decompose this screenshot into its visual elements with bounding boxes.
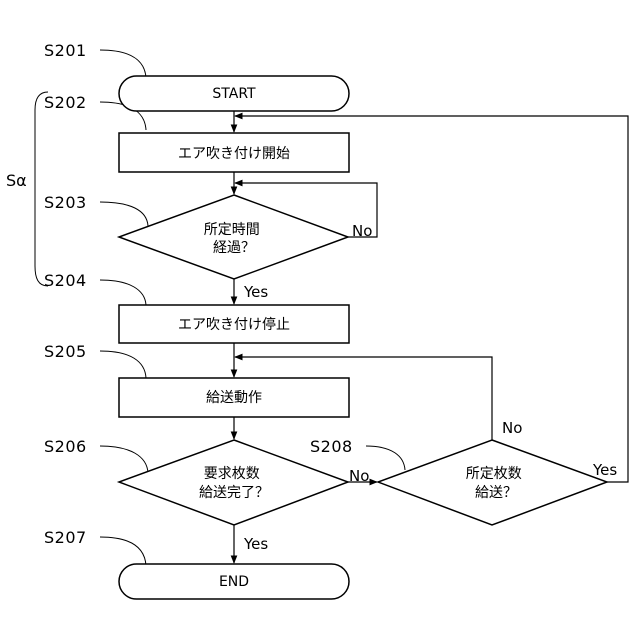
air-stop-process-label: エア吹き付け停止 xyxy=(178,316,290,333)
air-start-process-label: エア吹き付け開始 xyxy=(178,146,290,162)
branch-label-time-yes: Yes xyxy=(243,283,268,301)
step-label-s204: S204 xyxy=(44,271,87,290)
end-terminal-label: END xyxy=(219,574,249,590)
leader-line-s204 xyxy=(100,280,146,305)
leader-line-s201 xyxy=(100,50,146,78)
step-label-s203: S203 xyxy=(44,193,87,212)
branch-label-required-yes: Yes xyxy=(243,535,268,553)
leader-line-s206 xyxy=(100,446,148,473)
group-bracket xyxy=(35,92,48,286)
leader-line-s208 xyxy=(366,446,405,470)
start-terminal-label: START xyxy=(212,86,256,102)
leader-line-s207 xyxy=(100,537,146,566)
step-label-s202: S202 xyxy=(44,93,87,112)
step-label-s201: S201 xyxy=(44,41,87,60)
required-count-line-1: 要求枚数 xyxy=(204,466,260,482)
step-label-s205: S205 xyxy=(44,342,87,361)
branch-label-count-no: No xyxy=(502,419,522,437)
step-label-s208: S208 xyxy=(310,437,353,456)
branch-label-time-no: No xyxy=(352,222,372,240)
feed-process-label: 給送動作 xyxy=(206,390,262,406)
step-label-s207: S207 xyxy=(44,528,87,547)
count-fed-line-2: 給送？ xyxy=(475,485,517,501)
step-label-s206: S206 xyxy=(44,437,87,456)
count-fed-line-1: 所定枚数 xyxy=(466,466,522,482)
leader-line-s205 xyxy=(100,351,146,378)
count-fed-decision xyxy=(378,440,607,525)
branch-label-required-no: No xyxy=(349,467,369,485)
leader-line-s203 xyxy=(100,202,148,226)
required-count-line-2: 給送完了？ xyxy=(199,485,269,501)
branch-label-count-yes: Yes xyxy=(592,461,617,479)
time-elapsed-line-1: 所定時間 xyxy=(204,222,260,238)
time-elapsed-line-2: 経過？ xyxy=(213,240,255,256)
group-label: Sα xyxy=(6,171,27,190)
